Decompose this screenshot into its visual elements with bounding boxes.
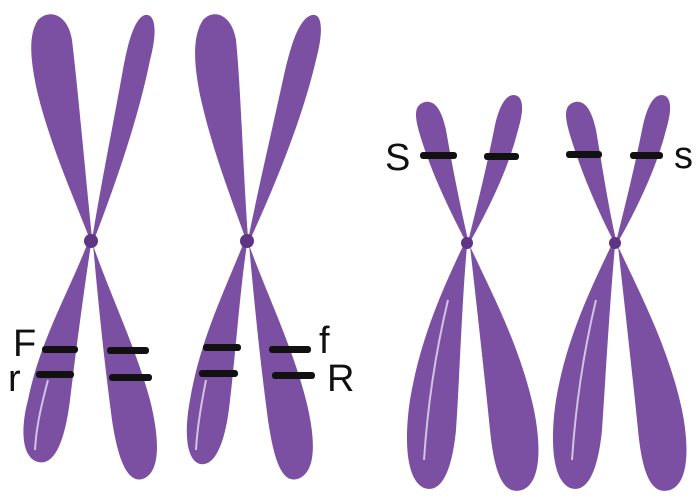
chromosome-4-lower-right-arm — [617, 244, 686, 491]
chromosome-2-lower-right-arm — [248, 242, 313, 479]
chromosome-2-upper-right-arm — [248, 15, 321, 240]
band-1-right-upper — [107, 347, 149, 354]
chromosome-3-upper-right-arm — [468, 95, 522, 242]
band-2-left-lower — [199, 370, 238, 377]
chromosome-4-upper-left-arm — [566, 102, 616, 242]
band-R — [272, 372, 315, 379]
chromosome-1-upper-right-arm — [92, 15, 155, 240]
band-F — [42, 346, 78, 353]
chromosome-3-upper-left-arm — [416, 102, 468, 242]
chromosome-1 — [23, 14, 157, 479]
chromosome-1-centromere — [84, 234, 98, 248]
band-S — [420, 152, 457, 159]
label-R: R — [327, 358, 354, 400]
band-1-right-lower — [109, 374, 152, 381]
chromosome-2-lower-left-arm — [187, 242, 247, 464]
label-r: r — [8, 358, 21, 400]
band-3-right — [484, 153, 519, 160]
chromosome-2-centromere — [240, 234, 254, 248]
chromosome-1-upper-left-arm — [31, 14, 92, 240]
chromosome-4-centromere — [609, 237, 621, 249]
chromosome-2-upper-left-arm — [195, 14, 248, 240]
band-2-left-upper — [203, 344, 241, 351]
band-r — [36, 371, 74, 378]
chromosome-4-upper-right-arm — [616, 95, 670, 242]
band-4-left — [566, 151, 602, 158]
chromosome-2 — [187, 14, 321, 479]
chromosome-1-lower-right-arm — [92, 242, 157, 479]
chromosome-3-lower-left-arm — [407, 244, 467, 489]
chromosome-4 — [553, 95, 687, 491]
label-S: S — [385, 137, 410, 179]
chromosome-3-centromere — [461, 237, 473, 249]
chromosome-3 — [407, 95, 539, 491]
chromosome-3-lower-right-arm — [469, 244, 538, 491]
chromosome-4-lower-left-arm — [553, 244, 615, 489]
label-f: f — [319, 320, 330, 362]
band-s — [630, 152, 663, 159]
band-f — [269, 346, 311, 353]
label-s: s — [674, 135, 693, 177]
